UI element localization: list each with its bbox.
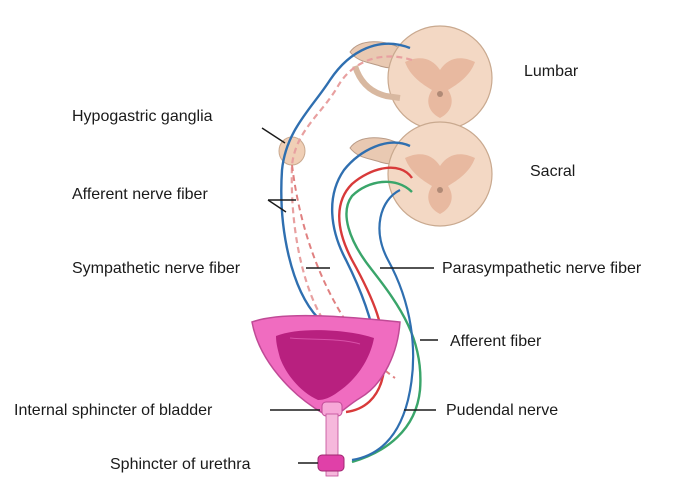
label-pudendal-nerve: Pudendal nerve — [446, 402, 558, 419]
label-afferent-nerve-fiber: Afferent nerve fiber — [72, 186, 208, 203]
label-sphincter-urethra: Sphincter of urethra — [110, 456, 251, 473]
lumbar-spinal-cord — [350, 26, 492, 130]
label-parasympathetic-nerve-fiber: Parasympathetic nerve fiber — [442, 260, 642, 277]
label-sacral: Sacral — [530, 163, 575, 180]
urethral-sphincter — [318, 455, 344, 471]
label-sympathetic-nerve-fiber: Sympathetic nerve fiber — [72, 260, 241, 277]
label-lumbar: Lumbar — [524, 63, 579, 80]
label-afferent-fiber: Afferent fiber — [450, 333, 542, 350]
leader-afferent-nerve-1 — [268, 200, 286, 212]
bladder — [252, 316, 400, 414]
label-hypogastric-ganglia: Hypogastric ganglia — [72, 108, 213, 125]
label-internal-sphincter: Internal sphincter of bladder — [14, 402, 213, 419]
leader-hypogastric — [262, 128, 285, 143]
sacral-spinal-cord — [350, 122, 492, 226]
